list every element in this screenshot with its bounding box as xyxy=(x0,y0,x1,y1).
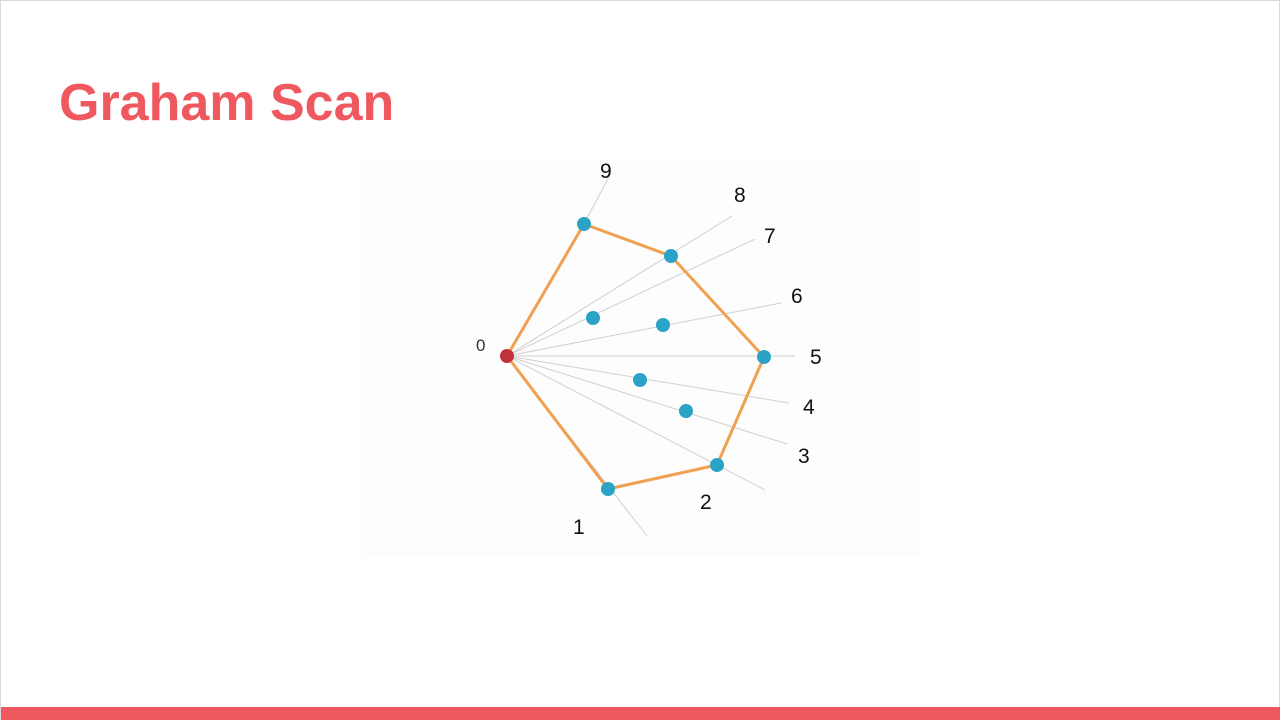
ray-label-2: 2 xyxy=(700,491,712,514)
ray-line-3 xyxy=(506,355,788,445)
diagram-background xyxy=(361,161,921,556)
ray-label-3: 3 xyxy=(798,445,810,468)
ray-label-7: 7 xyxy=(764,225,776,248)
interior-point-7 xyxy=(586,311,600,325)
ray-label-5: 5 xyxy=(810,346,822,369)
hull-point-5 xyxy=(757,350,771,364)
diagram-canvas: 0 1 2 3 4 5 6 7 8 9 xyxy=(361,161,921,556)
ray-line-7 xyxy=(506,238,756,357)
ray-label-4: 4 xyxy=(803,396,815,419)
points xyxy=(500,217,771,496)
hull-point-9 xyxy=(577,217,591,231)
interior-point-3 xyxy=(679,404,693,418)
interior-point-6 xyxy=(656,318,670,332)
interior-point-4 xyxy=(633,373,647,387)
ray-label-9: 9 xyxy=(600,161,612,183)
ray-line-9 xyxy=(583,172,612,225)
ray-line-6 xyxy=(506,302,782,357)
footer-accent-bar xyxy=(1,707,1280,720)
origin-point-0 xyxy=(500,349,514,363)
hull-point-2 xyxy=(710,458,724,472)
ray-label-6: 6 xyxy=(791,285,803,308)
ray-label-1: 1 xyxy=(573,516,585,539)
ray-line-4 xyxy=(506,355,790,404)
slide-title: Graham Scan xyxy=(59,74,395,132)
hull-point-1 xyxy=(601,482,615,496)
ray-line-8 xyxy=(506,215,733,357)
ray-label-8: 8 xyxy=(734,184,746,207)
hull-point-8 xyxy=(664,249,678,263)
graham-scan-diagram: 0 1 2 3 4 5 6 7 8 9 xyxy=(361,161,921,556)
ray-lines xyxy=(506,172,795,537)
origin-label: 0 xyxy=(476,336,485,355)
point-labels: 0 1 2 3 4 5 6 7 8 9 xyxy=(476,161,822,539)
